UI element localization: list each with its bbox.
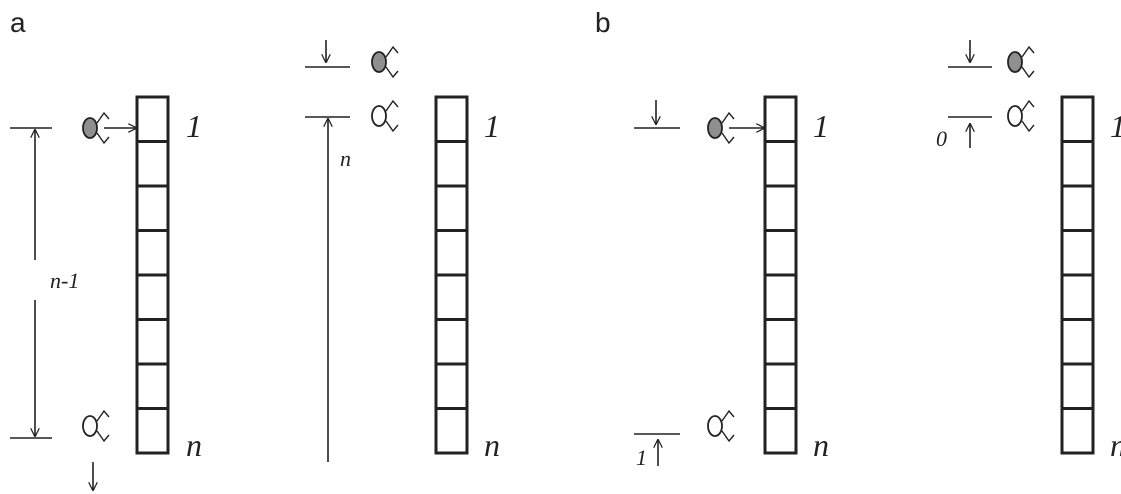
column-a2-label-last: n <box>484 427 500 463</box>
column-cell <box>763 318 798 366</box>
panel-label-b: b <box>595 7 611 38</box>
column-cell <box>135 273 170 321</box>
climber-figure-icon <box>1007 99 1035 133</box>
column-cell <box>135 318 170 366</box>
column-cell <box>763 140 798 188</box>
column-cell <box>434 318 469 366</box>
measure-label-a1: n-1 <box>50 268 79 293</box>
column-a2 <box>434 95 469 455</box>
climber-figure-icon <box>707 111 735 145</box>
column-b1-label-last: n <box>813 427 829 463</box>
column-a1-label-first: 1 <box>186 108 202 144</box>
measure-label-b1: 1 <box>636 445 647 470</box>
climber-figure-icon <box>371 99 399 133</box>
column-b1-label-first: 1 <box>813 108 829 144</box>
column-cell <box>1060 273 1095 321</box>
column-cell <box>135 140 170 188</box>
column-b1 <box>763 95 798 455</box>
column-cell <box>763 362 798 410</box>
column-cell <box>763 407 798 455</box>
column-cell <box>434 229 469 277</box>
column-a2-label-first: 1 <box>484 108 500 144</box>
column-cell <box>763 95 798 143</box>
column-cell <box>135 362 170 410</box>
column-cell <box>434 407 469 455</box>
column-a1-label-last: n <box>186 427 202 463</box>
column-cell <box>135 229 170 277</box>
measure-label-b2: 0 <box>936 126 947 151</box>
column-cell <box>1060 229 1095 277</box>
column-cell <box>1060 184 1095 232</box>
climber-figure-icon <box>371 45 399 79</box>
column-cell <box>763 184 798 232</box>
column-b2-label-last: n <box>1110 427 1121 463</box>
climber-figure-icon <box>1007 45 1035 79</box>
column-cell <box>1060 362 1095 410</box>
column-b2-label-first: 1 <box>1110 108 1121 144</box>
column-cell <box>434 95 469 143</box>
column-cell <box>763 229 798 277</box>
climber-figure-icon <box>707 409 735 443</box>
column-cell <box>1060 318 1095 366</box>
column-cell <box>1060 407 1095 455</box>
measure-label-a2: n <box>340 146 351 171</box>
column-cell <box>135 184 170 232</box>
climber-figure-icon <box>82 111 110 145</box>
column-cell <box>434 140 469 188</box>
column-cell <box>763 273 798 321</box>
climber-figure-icon <box>82 409 110 443</box>
column-cell <box>1060 95 1095 143</box>
column-a1 <box>135 95 170 455</box>
column-cell <box>434 273 469 321</box>
column-cell <box>434 184 469 232</box>
column-cell <box>135 95 170 143</box>
panel-label-a: a <box>10 7 26 38</box>
column-cell <box>434 362 469 410</box>
column-cell <box>1060 140 1095 188</box>
column-cell <box>135 407 170 455</box>
column-b2 <box>1060 95 1095 455</box>
